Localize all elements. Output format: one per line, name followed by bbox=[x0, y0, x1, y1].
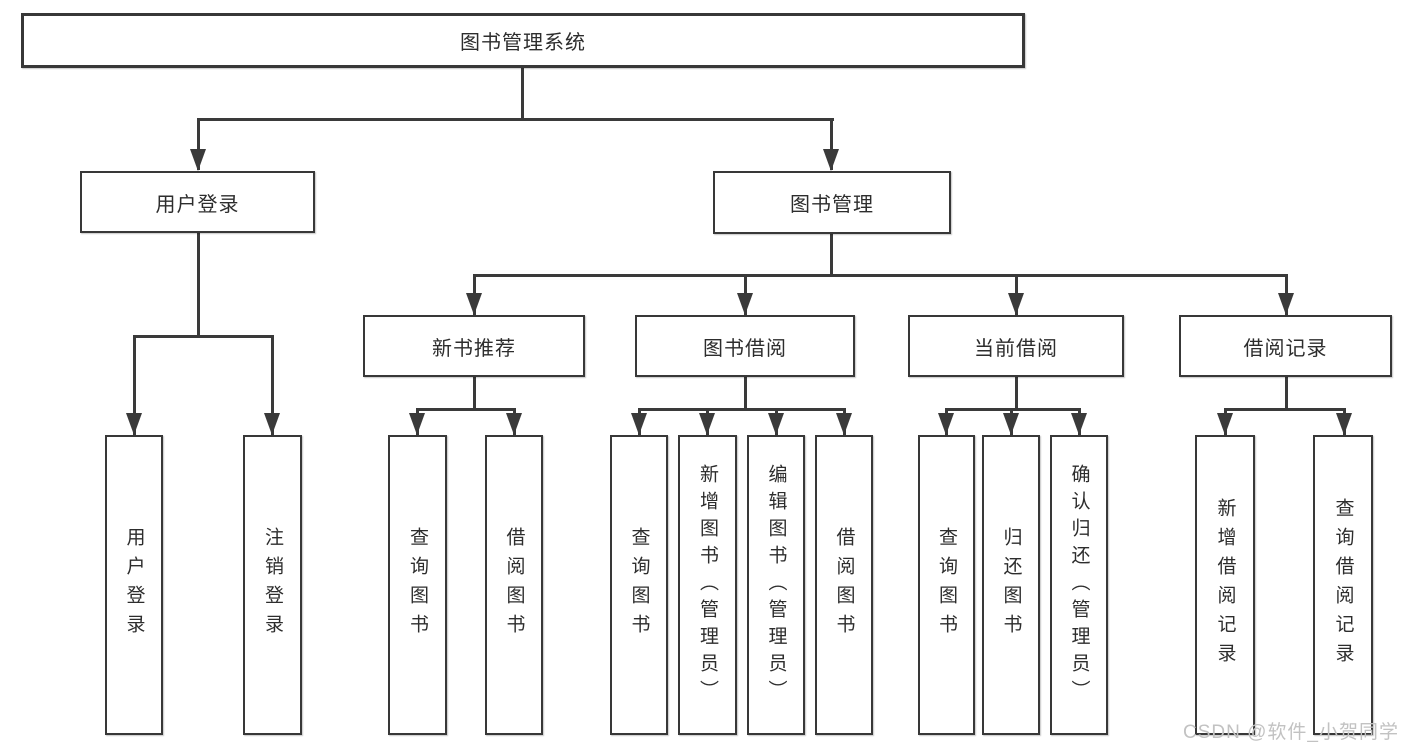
node-root-library-system: 图书管理系统 bbox=[21, 13, 1025, 68]
connector bbox=[133, 335, 274, 338]
arrow-down-icon bbox=[938, 413, 954, 435]
arrow-down-icon bbox=[1008, 293, 1024, 315]
connector bbox=[945, 408, 1081, 411]
arrow-down-icon bbox=[737, 293, 753, 315]
node-current-borrowing: 当前借阅 bbox=[908, 315, 1124, 377]
node-leaf-query-books-borrow: 查询图书 bbox=[610, 435, 668, 735]
connector bbox=[521, 68, 524, 120]
node-leaf-add-borrow-record: 新增借阅记录 bbox=[1195, 435, 1255, 735]
node-leaf-query-borrow-record: 查询借阅记录 bbox=[1313, 435, 1373, 735]
arrow-down-icon bbox=[836, 413, 852, 435]
node-leaf-confirm-return-admin: 确认归还（管理员） bbox=[1050, 435, 1108, 735]
node-book-management: 图书管理 bbox=[713, 171, 951, 234]
connector bbox=[1285, 377, 1288, 408]
node-leaf-return-books: 归还图书 bbox=[982, 435, 1040, 735]
node-leaf-edit-books-admin: 编辑图书（管理员） bbox=[747, 435, 805, 735]
connector bbox=[1224, 408, 1346, 411]
connector bbox=[416, 408, 516, 411]
connector bbox=[473, 274, 1288, 277]
node-book-borrowing: 图书借阅 bbox=[635, 315, 855, 377]
arrow-down-icon bbox=[190, 149, 206, 171]
arrow-down-icon bbox=[1278, 293, 1294, 315]
node-leaf-logout: 注销登录 bbox=[243, 435, 302, 735]
node-leaf-add-books-admin: 新增图书（管理员） bbox=[678, 435, 737, 735]
connector bbox=[473, 377, 476, 408]
node-leaf-borrow-books: 借阅图书 bbox=[815, 435, 873, 735]
arrow-down-icon bbox=[768, 413, 784, 435]
connector bbox=[197, 118, 834, 121]
arrow-down-icon bbox=[1071, 413, 1087, 435]
arrow-down-icon bbox=[1003, 413, 1019, 435]
connector bbox=[744, 377, 747, 408]
connector bbox=[133, 335, 136, 435]
connector bbox=[197, 233, 200, 335]
node-new-book-recommend: 新书推荐 bbox=[363, 315, 585, 377]
node-leaf-borrow-books-recommend: 借阅图书 bbox=[485, 435, 543, 735]
node-leaf-user-login: 用户登录 bbox=[105, 435, 163, 735]
arrow-down-icon bbox=[409, 413, 425, 435]
arrow-down-icon bbox=[631, 413, 647, 435]
csdn-watermark: CSDN @软件_小贺同学 bbox=[1183, 722, 1399, 743]
arrow-down-icon bbox=[506, 413, 522, 435]
node-user-login: 用户登录 bbox=[80, 171, 315, 233]
arrow-down-icon bbox=[699, 413, 715, 435]
node-leaf-query-books-recommend: 查询图书 bbox=[388, 435, 447, 735]
connector bbox=[638, 408, 846, 411]
arrow-down-icon bbox=[264, 413, 280, 435]
connector bbox=[830, 118, 833, 170]
arrow-down-icon bbox=[466, 293, 482, 315]
connector bbox=[271, 335, 274, 435]
connector bbox=[830, 234, 833, 274]
arrow-down-icon bbox=[823, 149, 839, 171]
connector bbox=[1015, 377, 1018, 408]
arrow-down-icon bbox=[1217, 413, 1233, 435]
node-leaf-query-books-current: 查询图书 bbox=[918, 435, 975, 735]
connector bbox=[197, 118, 200, 170]
arrow-down-icon bbox=[126, 413, 142, 435]
arrow-down-icon bbox=[1336, 413, 1352, 435]
node-borrowing-records: 借阅记录 bbox=[1179, 315, 1392, 377]
